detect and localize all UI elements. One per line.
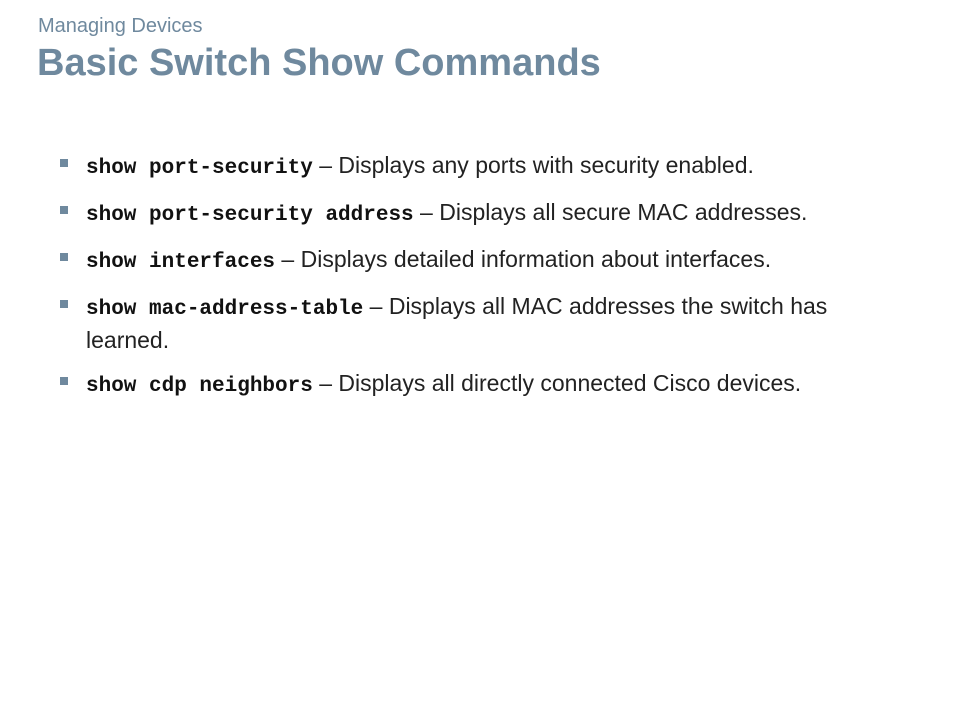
command-text: show interfaces xyxy=(86,251,276,274)
bullet-item: show port-security – Displays any ports … xyxy=(60,150,860,184)
square-bullet-icon xyxy=(60,206,68,214)
separator: – xyxy=(275,246,301,272)
description-text: Displays all MAC addresses the switch ha… xyxy=(86,293,828,353)
bullet-list: show port-security – Displays any ports … xyxy=(60,150,860,415)
square-bullet-icon xyxy=(60,253,68,261)
slide-title: Basic Switch Show Commands xyxy=(37,42,601,84)
separator: – xyxy=(413,199,440,225)
command-text: show cdp neighbors xyxy=(86,375,313,398)
square-bullet-icon xyxy=(60,159,68,167)
command-text: show mac-address-table xyxy=(86,298,364,321)
description-text: Displays detailed information about inte… xyxy=(300,246,772,272)
square-bullet-icon xyxy=(60,377,68,385)
bullet-item: show mac-address-table – Displays all MA… xyxy=(60,291,860,355)
slide-subtitle: Managing Devices xyxy=(38,15,203,37)
command-text: show port-security address xyxy=(86,204,414,227)
description-text: Displays all secure MAC addresses. xyxy=(439,199,808,225)
separator: – xyxy=(312,370,339,396)
description-text: Displays all directly connected Cisco de… xyxy=(338,370,802,396)
separator: – xyxy=(363,293,389,319)
command-text: show port-security xyxy=(86,157,313,180)
bullet-item: show interfaces – Displays detailed info… xyxy=(60,244,860,278)
description-text: Displays any ports with security enabled… xyxy=(338,152,754,178)
bullet-item: show port-security address – Displays al… xyxy=(60,197,860,231)
square-bullet-icon xyxy=(60,300,68,308)
separator: – xyxy=(312,152,339,178)
bullet-item: show cdp neighbors – Displays all direct… xyxy=(60,368,860,402)
